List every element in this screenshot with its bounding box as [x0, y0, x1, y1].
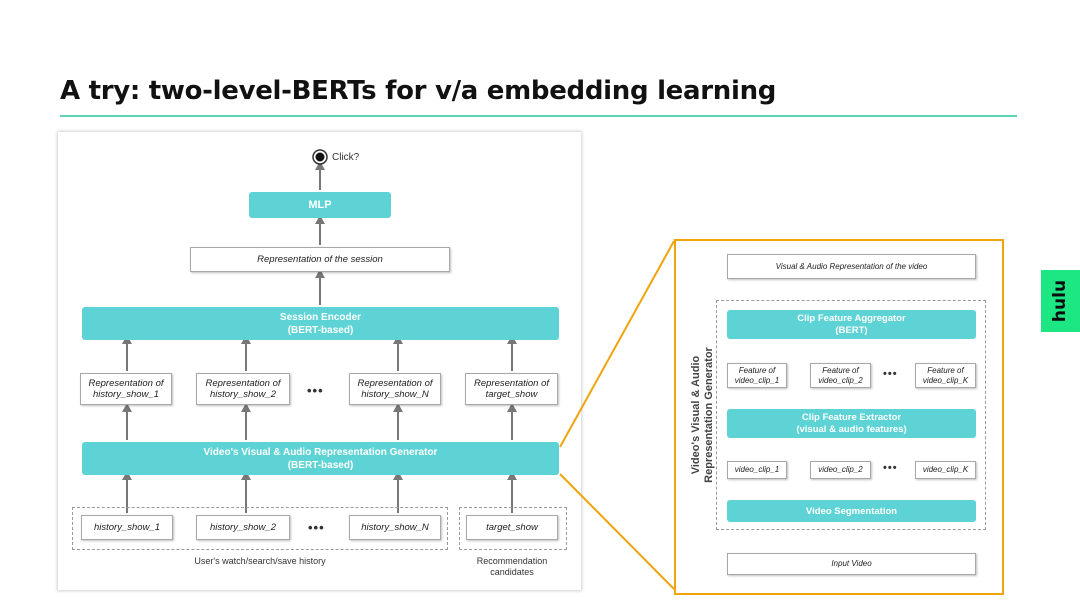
clip-k: video_clip_K: [915, 461, 976, 479]
zoom-line-bottom: [559, 473, 675, 590]
hulu-logo: hulu: [1050, 279, 1071, 323]
input-history-show-1: history_show_1: [81, 515, 173, 540]
feature-ellipsis: •••: [883, 368, 898, 380]
video-segmentation-block: Video Segmentation: [727, 500, 976, 522]
mlp-block: MLP: [249, 192, 391, 218]
clip-1: video_clip_1: [727, 461, 787, 479]
session-encoder-block: Session Encoder (BERT-based): [82, 307, 559, 340]
input-target-show: target_show: [466, 515, 558, 540]
title-underline: [60, 115, 1017, 117]
slide-title: A try: two-level-BERTs for v/a embedding…: [60, 76, 777, 106]
click-label: Click?: [332, 152, 360, 163]
clip-feature-extractor-block: Clip Feature Extractor (visual & audio f…: [727, 409, 976, 438]
history-rep-ellipsis: •••: [307, 383, 324, 398]
generator-side-label: Video's Visual & Audio Representation Ge…: [690, 347, 715, 483]
input-ellipsis: •••: [308, 520, 325, 535]
history-caption: User's watch/search/save history: [194, 556, 326, 566]
hulu-logo-tab: hulu: [1041, 270, 1080, 332]
clip-2: video_clip_2: [810, 461, 871, 479]
clip-feature-aggregator-block: Clip Feature Aggregator (BERT): [727, 310, 976, 339]
input-history-show-n: history_show_N: [349, 515, 441, 540]
video-representation-output: Visual & Audio Representation of the vid…: [727, 254, 976, 279]
representation-generator-block: Video's Visual & Audio Representation Ge…: [82, 442, 559, 475]
zoom-line-top: [559, 240, 675, 448]
candidates-caption: Recommendation candidates: [476, 556, 548, 577]
history-group: [72, 507, 448, 550]
generator-detail-group: [716, 300, 986, 530]
candidates-group: [459, 507, 567, 550]
session-representation-box: Representation of the session: [190, 247, 450, 272]
input-history-show-2: history_show_2: [196, 515, 290, 540]
input-video-box: Input Video: [727, 553, 976, 575]
clip-ellipsis: •••: [883, 462, 898, 474]
